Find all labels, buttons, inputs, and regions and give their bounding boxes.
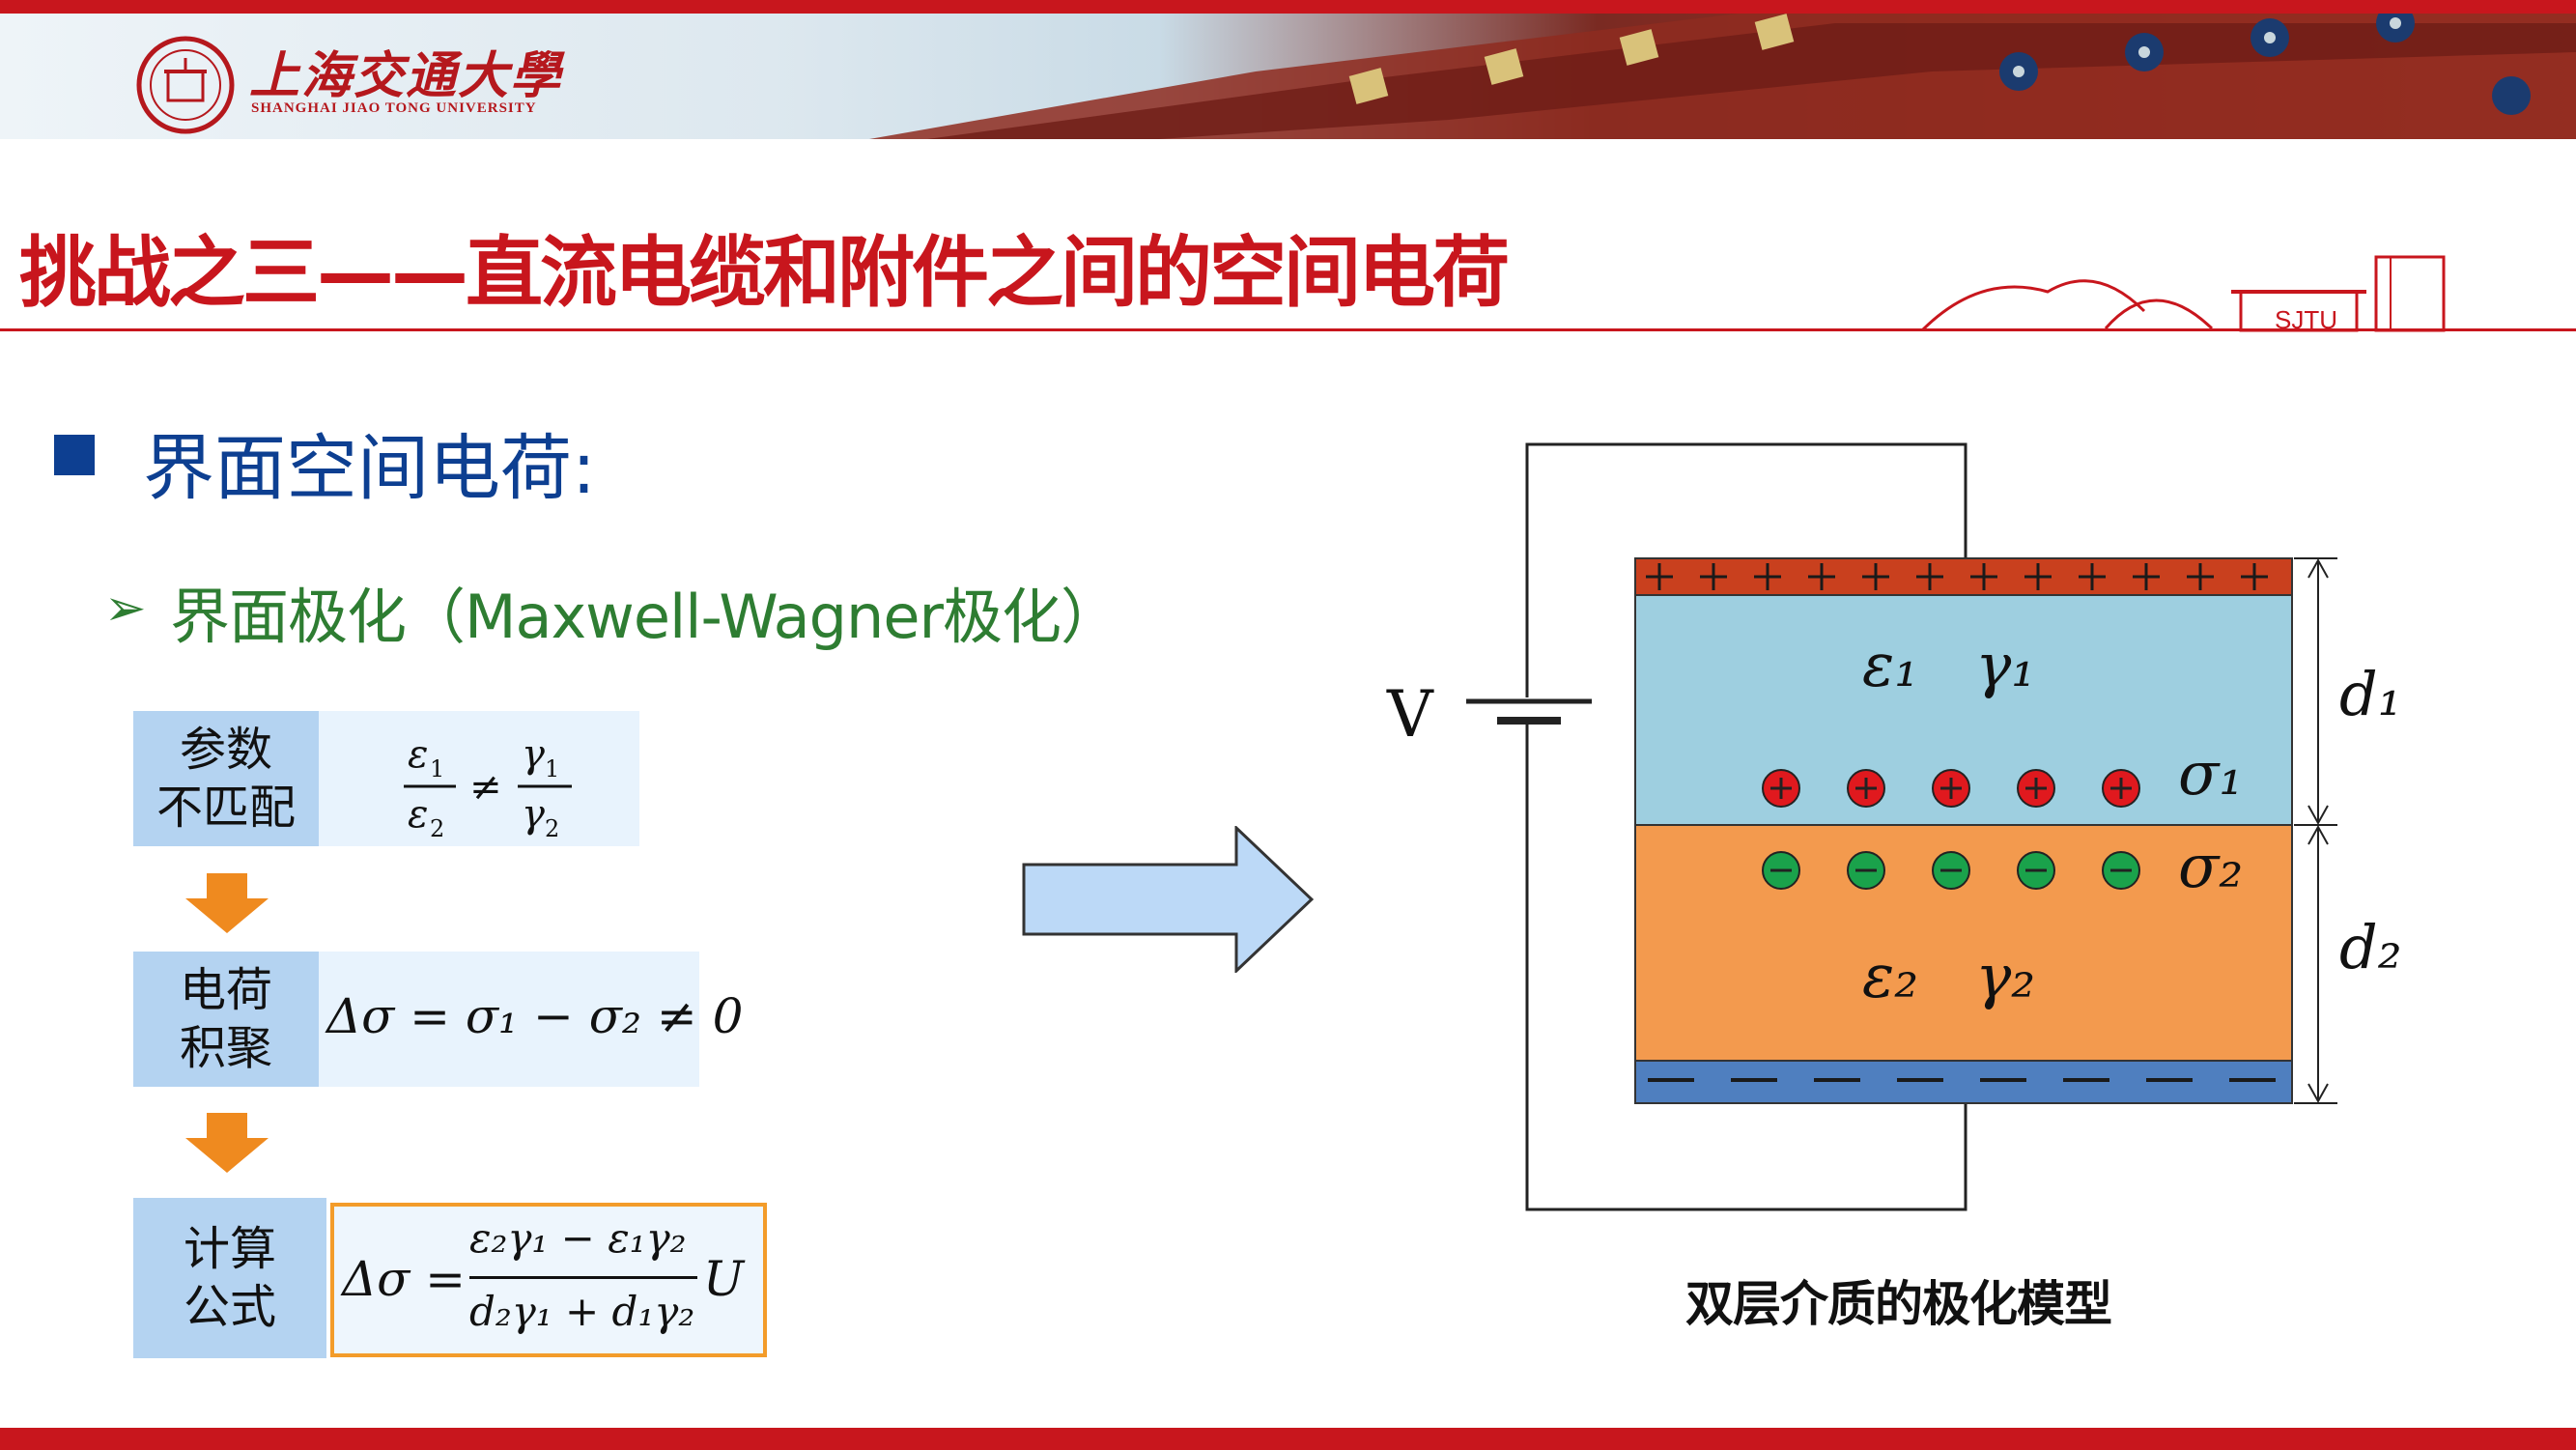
interface-negative-charges: [1762, 851, 2140, 890]
sigma2-label: σ₂: [2178, 831, 2243, 901]
step1-text: 参数 不匹配: [156, 723, 296, 835]
formula3-fraction-bar: [469, 1276, 697, 1279]
down-arrow-icon: [185, 873, 269, 933]
svg-text:ε: ε: [408, 792, 428, 837]
voltage-label: V: [1386, 677, 1434, 752]
university-name-cn: 上海交通大學: [249, 46, 563, 105]
banner-roof-art: [869, 14, 2576, 139]
formula-ratio-mismatch: ε 1 ε 2 ≠ γ 1 γ 2: [319, 711, 639, 846]
d1-label: d₁: [2339, 659, 2402, 729]
svg-text:γ: γ: [522, 732, 545, 777]
title-underline: [0, 328, 2576, 331]
bottom-stripe: [0, 1428, 2576, 1450]
formula-calculation: Δσ = ε₂γ₁ − ε₁γ₂ d₂γ₁ + d₁γ₂ U: [330, 1203, 767, 1357]
circuit-wire-top: [1525, 442, 1967, 697]
square-bullet-icon: [54, 435, 95, 475]
university-name-en: SHANGHAI JIAO TONG UNIVERSITY: [251, 100, 537, 116]
two-layer-polarization-diagram: V ε₁ γ₁ ε₂ γ₂ σ₁ σ₂ d₁ d₂: [1386, 442, 2402, 1211]
svg-text:1: 1: [430, 755, 444, 782]
formula3-denominator: d₂γ₁ + d₁γ₂: [469, 1288, 695, 1335]
down-arrow-icon: [185, 1113, 269, 1173]
formula-charge-difference: Δσ = σ₁ − σ₂ ≠ 0: [319, 952, 743, 1087]
svg-text:≠: ≠: [469, 765, 502, 810]
top-electrode: [1634, 557, 2293, 596]
formula3-rhs: U: [703, 1251, 745, 1307]
diagram-caption: 双层介质的极化模型: [1685, 1276, 2112, 1332]
svg-text:2: 2: [430, 815, 444, 842]
university-seal-logo: [136, 36, 235, 134]
svg-text:2: 2: [545, 815, 559, 842]
step-label-charge-accumulation: 电荷 积聚: [133, 952, 319, 1087]
layer1-parameters: ε₁ γ₁: [1862, 630, 2035, 700]
formula3-numerator: ε₂γ₁ − ε₁γ₂: [469, 1214, 687, 1262]
d2-label: d₂: [2339, 912, 2402, 982]
charge-difference-formula: Δσ = σ₁ − σ₂ ≠ 0: [326, 988, 744, 1044]
right-arrow-icon: [1022, 826, 1314, 973]
step3-text: 计算 公式: [183, 1222, 276, 1334]
step-label-formula: 计算 公式: [133, 1198, 326, 1358]
positive-electrode-charges: [1646, 563, 2268, 590]
circuit-wire-bottom: [1525, 725, 1967, 1211]
layer2-parameters: ε₂ γ₂: [1862, 941, 2035, 1011]
thickness-dimension-lines: [2294, 557, 2337, 1104]
step-label-parameter-mismatch: 参数 不匹配: [133, 711, 319, 846]
interface-positive-charges: [1762, 769, 2140, 808]
bullet-interface-space-charge: 界面空间电荷:: [143, 427, 596, 510]
slide-title: 挑战之三——直流电缆和附件之间的空间电荷: [19, 228, 1510, 318]
bullet-maxwell-wagner: 界面极化（Maxwell-Wagner极化）: [170, 582, 1120, 652]
formula3-lhs: Δσ =: [342, 1251, 467, 1307]
top-stripe: [0, 0, 2576, 14]
step2-text: 电荷 积聚: [179, 963, 272, 1075]
sigma1-label: σ₁: [2178, 738, 2243, 809]
ratio-formula: ε 1 ε 2 ≠ γ 1 γ 2: [404, 732, 572, 842]
svg-text:ε: ε: [408, 732, 428, 777]
svg-text:1: 1: [545, 755, 559, 782]
svg-text:γ: γ: [522, 792, 545, 837]
campus-gate-decoration: SJTU: [1922, 255, 2446, 334]
arrow-bullet-icon: ➢: [104, 580, 147, 638]
